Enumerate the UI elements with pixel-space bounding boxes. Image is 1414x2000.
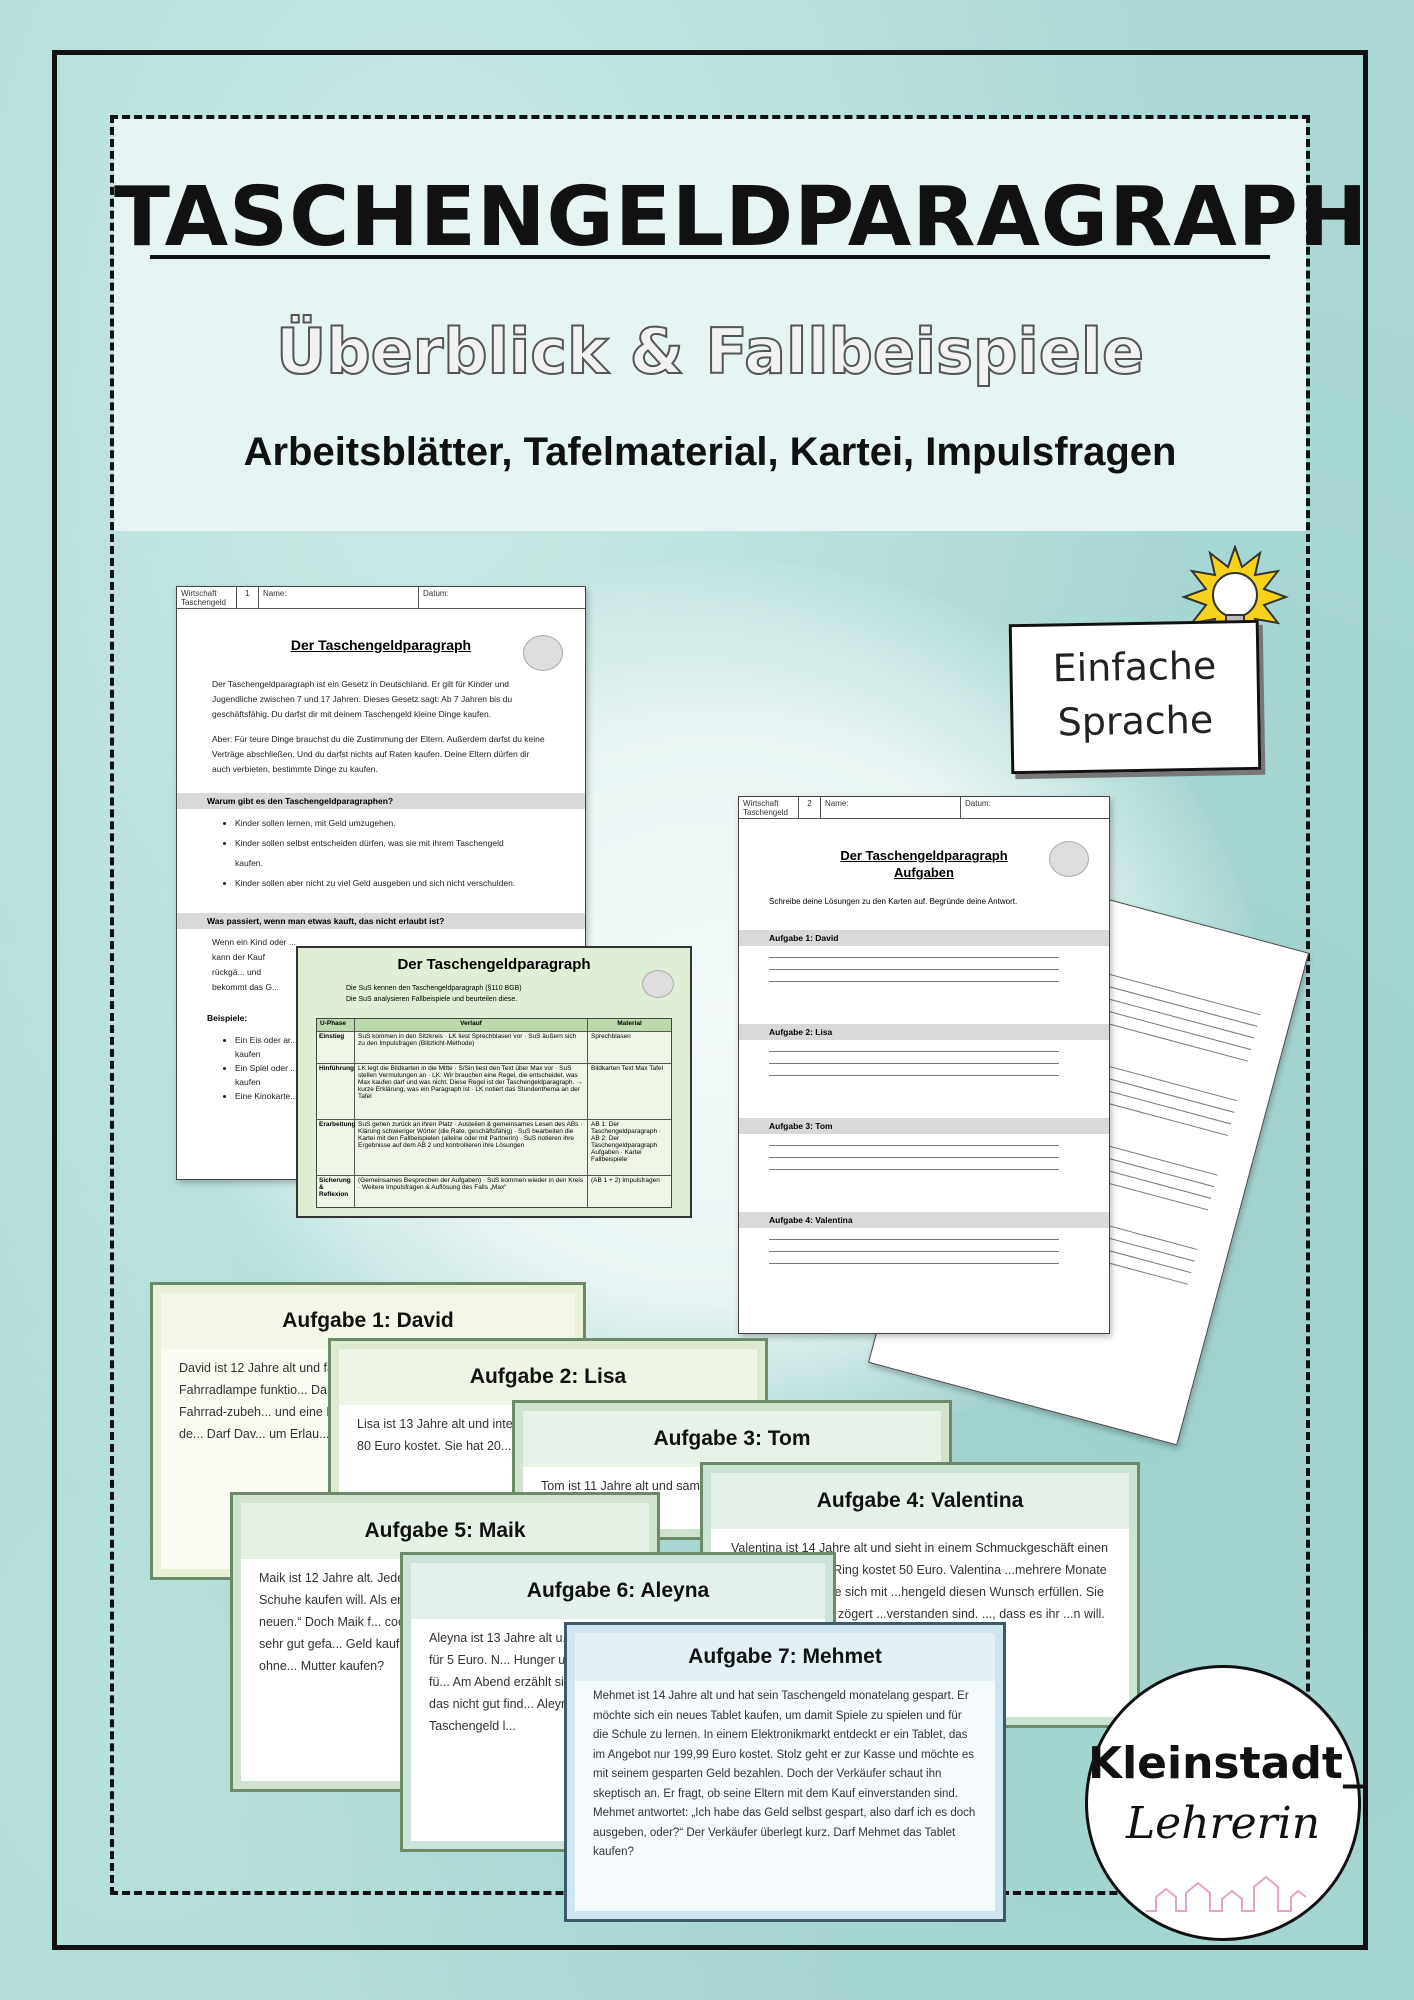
card-title: Aufgabe 7: Mehmet (575, 1633, 995, 1681)
goal-line: Die SuS analysieren Fallbeispiele und be… (346, 996, 518, 1003)
lesson-goals: Die SuS kennen den Taschengeldparagraph … (298, 973, 690, 1005)
worksheet-2: Wirtschaft Taschengeld 2 Name: Datum: De… (738, 796, 1110, 1334)
examples-list: Ein Eis oder ar... kaufen Ein Spiel oder… (177, 1029, 307, 1107)
verlauf-cell: (Gemeinsames Besprechen der Aufgaben) · … (355, 1176, 588, 1207)
worksheet-title: Der Taschengeldparagraph (290, 637, 472, 653)
cover-subtitle: Überblick & Fallbeispiele (275, 314, 1145, 389)
task-card-7: Aufgabe 7: Mehmet Mehmet ist 14 Jahre al… (564, 1622, 1006, 1922)
verlauf-cell: SuS kommen in den Sitzkreis · LK liest S… (355, 1032, 588, 1063)
phase-cell: Erarbeitung (317, 1120, 355, 1175)
easy-language-badge: Einfache Sprache (1008, 619, 1262, 775)
table-header: U-Phase Verlauf Material (317, 1019, 671, 1031)
lesson-plan-sheet: Der Taschengeldparagraph Die SuS kennen … (296, 946, 692, 1218)
sheet-number: 2 (799, 797, 821, 818)
outer-frame (52, 50, 1368, 1950)
material-cell: Sprechblasen (591, 1033, 631, 1040)
brand-line-1: Kleinstadt_ (1088, 1738, 1365, 1789)
card-title: Aufgabe 6: Aleyna (411, 1563, 825, 1619)
worksheet-header: Wirtschaft Taschengeld 2 Name: Datum: (739, 797, 1109, 819)
verlauf-cell: SuS gehen zurück an ihren Platz · Austei… (355, 1120, 588, 1175)
name-field: Name: (821, 797, 961, 818)
list-item: Ein Spiel oder ... kaufen (235, 1061, 307, 1089)
goal-line: Die SuS kennen den Taschengeldparagraph … (346, 985, 522, 992)
badge-line: Einfache (1052, 643, 1217, 691)
answer-text: Wenn ein Kind oder ... kann der Kauf rüc… (212, 937, 296, 992)
piggy-bank-icon (642, 970, 674, 998)
phase-cell: Hinführung (317, 1064, 355, 1119)
title-underline (150, 255, 1270, 259)
title-line-1: Der Taschengeldparagraph (840, 848, 1008, 863)
aber-text: Aber: Für teure Dinge brauchst du die Zu… (212, 734, 545, 774)
subject-cell: Wirtschaft Taschengeld (739, 797, 799, 818)
intro-text: Der Taschengeldparagraph ist ein Gesetz … (212, 679, 513, 719)
card-title: Aufgabe 3: Tom (523, 1411, 941, 1467)
instruction-text: Schreibe deine Lösungen zu den Karten au… (769, 897, 1018, 906)
material-cell: Bildkarten Text Max Tafel (591, 1065, 664, 1072)
card-text: Mehmet ist 14 Jahre alt und hat sein Tas… (593, 1690, 976, 1858)
list-item: Eine Kinokarte... (235, 1089, 307, 1103)
material-cell: AB 1: Der Taschengeldparagraph · AB 2: D… (591, 1121, 662, 1163)
table-row: Sicherung & Reflexion (Gemeinsames Bespr… (317, 1175, 671, 1207)
date-field: Datum: (423, 589, 449, 598)
task-bar: Aufgabe 4: Valentina (739, 1212, 1109, 1228)
list-item: Kinder sollen selbst entscheiden dürfen,… (235, 833, 527, 873)
list-item: Kinder sollen aber nicht zu viel Geld au… (235, 873, 527, 893)
material-cell: (AB 1 + 2) Impulsfragen (591, 1177, 660, 1184)
date-field: Datum: (965, 799, 991, 808)
piggy-bank-icon (523, 635, 563, 671)
verlauf-cell: LK legt die Bildkarten in die Mitte · S/… (355, 1064, 588, 1119)
name-field: Name: (259, 587, 419, 608)
sheet-number: 1 (237, 587, 259, 608)
examples-label: Beispiele: (207, 1013, 248, 1023)
piggy-bank-icon (1049, 841, 1089, 877)
brand-line-2: Lehrerin (1125, 1798, 1321, 1849)
phase-cell: Sicherung & Reflexion (317, 1176, 355, 1207)
card-title: Aufgabe 4: Valentina (711, 1473, 1129, 1529)
worksheet-title: Der Taschengeldparagraph Aufgaben (739, 847, 1109, 881)
phase-cell: Einstieg (317, 1032, 355, 1063)
brand-logo: Kleinstadt_ Lehrerin (1085, 1665, 1365, 1941)
table-row: Einstieg SuS kommen in den Sitzkreis · L… (317, 1031, 671, 1063)
header-band (114, 119, 1306, 531)
title-line-2: Aufgaben (894, 865, 954, 880)
question-bar: Warum gibt es den Taschengeldparagraphen… (177, 793, 585, 809)
lesson-plan-table: U-Phase Verlauf Material Einstieg SuS ko… (316, 1018, 672, 1208)
column-header: Verlauf (355, 1019, 588, 1031)
houses-icon (1146, 1875, 1306, 1912)
table-row: Erarbeitung SuS gehen zurück an ihren Pl… (317, 1119, 671, 1175)
badge-line: Sprache (1057, 697, 1214, 745)
task-bar: Aufgabe 3: Tom (739, 1118, 1109, 1134)
card-title: Aufgabe 2: Lisa (339, 1349, 757, 1405)
cover-tagline: Arbeitsblätter, Tafelmaterial, Kartei, I… (243, 430, 1177, 474)
task-bar: Aufgabe 2: Lisa (739, 1024, 1109, 1040)
lesson-plan-title: Der Taschengeldparagraph (397, 956, 591, 973)
question-bar: Was passiert, wenn man etwas kauft, das … (177, 913, 585, 929)
cover-title: TASCHENGELDPARAGRAPH (114, 170, 1369, 265)
reasons-list: Kinder sollen lernen, mit Geld umzugehen… (177, 809, 585, 897)
subject-cell: Wirtschaft Taschengeld (177, 587, 237, 608)
card-title: Aufgabe 5: Maik (241, 1503, 649, 1559)
list-item: Kinder sollen lernen, mit Geld umzugehen… (235, 813, 527, 833)
worksheet-header: Wirtschaft Taschengeld 1 Name: Datum: (177, 587, 585, 609)
task-bar: Aufgabe 1: David (739, 930, 1109, 946)
list-item: Ein Eis oder ar... kaufen (235, 1033, 307, 1061)
column-header: Material (617, 1020, 642, 1027)
table-row: Hinführung LK legt die Bildkarten in die… (317, 1063, 671, 1119)
column-header: U-Phase (317, 1019, 355, 1031)
